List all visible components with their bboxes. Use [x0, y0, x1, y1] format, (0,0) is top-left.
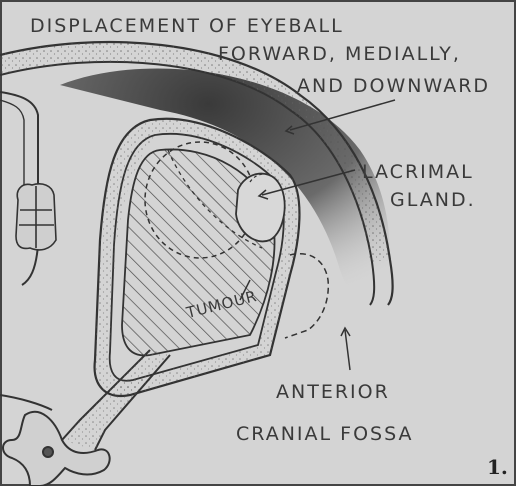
fossa-shading: [60, 68, 390, 306]
label-fossa-line2: CRANIAL FOSSA: [236, 423, 414, 445]
displacement-arrow: [289, 99, 396, 131]
lacrimal-arrowhead: [257, 189, 269, 200]
sphenoid-bone: [2, 410, 111, 486]
figure-number: 1.: [487, 455, 508, 479]
lacrimal-gland: [235, 172, 286, 243]
tumour-pointer: [239, 279, 251, 301]
lacrimal-arrow: [261, 169, 356, 196]
label-fossa-line1: ANTERIOR: [276, 381, 390, 403]
label-displacement-line1: DISPLACEMENT OF EYEBALL: [30, 15, 344, 37]
lower-contour: [0, 394, 53, 411]
skull-bone-band: [0, 42, 390, 262]
displacement-arrowhead: [284, 125, 295, 135]
label-lacrimal-line1: LACRIMAL: [362, 161, 474, 183]
eyeball-axis: [167, 149, 263, 249]
label-displacement-line2: FORWARD, MEDIALLY,: [218, 43, 461, 65]
lacrimal-gland-dash: [249, 173, 281, 186]
midline-bone: [0, 91, 39, 286]
label-displacement-line3: AND DOWNWARD: [297, 75, 490, 97]
fossa-extension-dashed: [284, 253, 330, 339]
label-lacrimal-line2: GLAND.: [390, 189, 476, 211]
leader-lines: [239, 99, 396, 371]
fossa-arrowhead: [340, 326, 351, 337]
fossa-arrow: [344, 329, 351, 371]
midline-bone-inner: [0, 99, 25, 240]
ethmoid-cells: [15, 183, 57, 251]
optic-canal-fill: [62, 350, 170, 450]
